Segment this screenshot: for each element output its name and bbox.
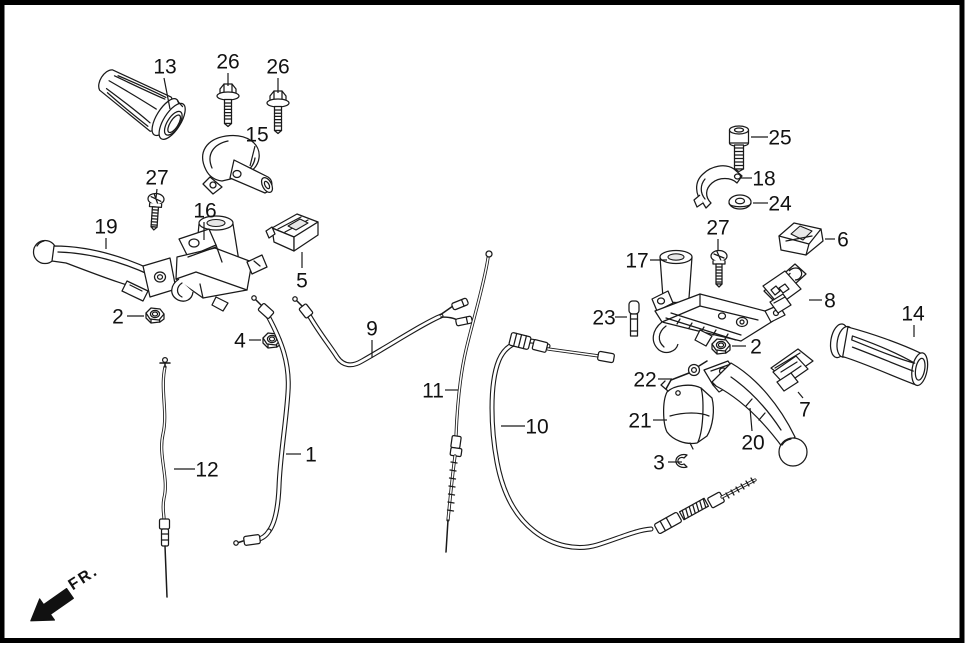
part-label-left-lever-bracket: 16 bbox=[193, 200, 216, 223]
part-18-clamp bbox=[693, 165, 743, 209]
part-27-screw-left bbox=[145, 192, 165, 232]
leader-line-switch-7 bbox=[797, 391, 804, 399]
fr-marker: FR. bbox=[30, 562, 102, 622]
part-label-screw-right: 27 bbox=[706, 217, 729, 240]
part-26-flange-bolt-b bbox=[266, 90, 290, 135]
part-7-switch bbox=[770, 348, 814, 392]
part-label-left-grip: 14 bbox=[901, 303, 925, 326]
part-11-cable bbox=[445, 250, 493, 553]
part-label-cable-10: 10 bbox=[525, 416, 548, 439]
part-12-cable bbox=[158, 356, 171, 598]
part-1-cable bbox=[233, 295, 291, 546]
part-label-switch-8: 8 bbox=[824, 290, 836, 313]
part-label-cable-1: 1 bbox=[305, 444, 317, 467]
part-14-left-grip bbox=[829, 323, 929, 387]
part-label-clamp: 18 bbox=[752, 168, 775, 191]
part-5-switch bbox=[265, 213, 319, 252]
part-label-switch-7: 7 bbox=[799, 399, 811, 422]
part-3-clip bbox=[675, 453, 688, 469]
part-2-pivot-nut-right bbox=[711, 338, 731, 355]
part-label-right-lever-bracket: 17 bbox=[625, 250, 648, 273]
part-label-pivot-nut-right: 2 bbox=[750, 336, 762, 359]
part-13-right-grip bbox=[98, 69, 186, 140]
part-label-spring: 22 bbox=[633, 369, 656, 392]
part-21-lever-cover bbox=[660, 380, 714, 450]
part-label-washer: 24 bbox=[768, 193, 792, 216]
part-label-cable-12: 12 bbox=[195, 459, 218, 482]
part-17-right-lever-bracket bbox=[651, 249, 786, 354]
part-19-left-lever bbox=[32, 239, 177, 302]
leader-line-screw-left bbox=[155, 188, 158, 199]
part-24-washer bbox=[728, 194, 752, 210]
part-label-throttle-housing: 15 bbox=[245, 124, 268, 147]
part-label-cable-nut: 4 bbox=[234, 330, 246, 353]
part-10-cable bbox=[489, 332, 757, 550]
part-label-pivot-nut-left: 2 bbox=[112, 306, 124, 329]
fr-label: FR. bbox=[66, 562, 102, 594]
part-label-flange-bolt-b: 26 bbox=[266, 56, 289, 79]
part-27-screw-right bbox=[710, 249, 728, 288]
part-22-spring bbox=[665, 360, 708, 390]
part-label-flange-bolt-a: 26 bbox=[216, 51, 239, 74]
part-label-left-lever: 19 bbox=[94, 216, 117, 239]
part-label-cable-11: 11 bbox=[422, 380, 444, 403]
part-8-switch bbox=[762, 263, 807, 314]
part-label-socket-bolt: 25 bbox=[768, 127, 791, 150]
part-label-pivot-pin: 23 bbox=[592, 307, 615, 330]
part-label-lever-cover: 21 bbox=[628, 410, 651, 433]
part-label-right-lever: 20 bbox=[741, 432, 764, 455]
part-23-pivot-pin bbox=[628, 300, 640, 337]
part-25-socket-bolt bbox=[728, 125, 750, 173]
part-2-pivot-nut-left bbox=[145, 307, 165, 324]
fr-arrow-icon bbox=[30, 587, 74, 622]
part-15-throttle-housing bbox=[202, 134, 274, 195]
part-label-screw-left: 27 bbox=[145, 167, 168, 190]
leader-line-right-lever bbox=[749, 407, 753, 432]
part-label-switch-5: 5 bbox=[296, 270, 308, 293]
part-6-switch bbox=[778, 222, 824, 256]
part-16-left-lever-bracket bbox=[171, 215, 268, 312]
leader-line-right-grip bbox=[163, 77, 171, 110]
part-9-cable bbox=[292, 296, 474, 368]
part-label-cable-9: 9 bbox=[366, 318, 378, 341]
part-20-right-lever bbox=[703, 360, 808, 467]
part-26-flange-bolt-a bbox=[216, 83, 240, 128]
leader-line-throttle-housing bbox=[249, 145, 256, 167]
part-label-clip: 3 bbox=[653, 452, 665, 475]
part-label-right-grip: 13 bbox=[153, 56, 176, 79]
part-label-switch-6: 6 bbox=[837, 229, 849, 252]
